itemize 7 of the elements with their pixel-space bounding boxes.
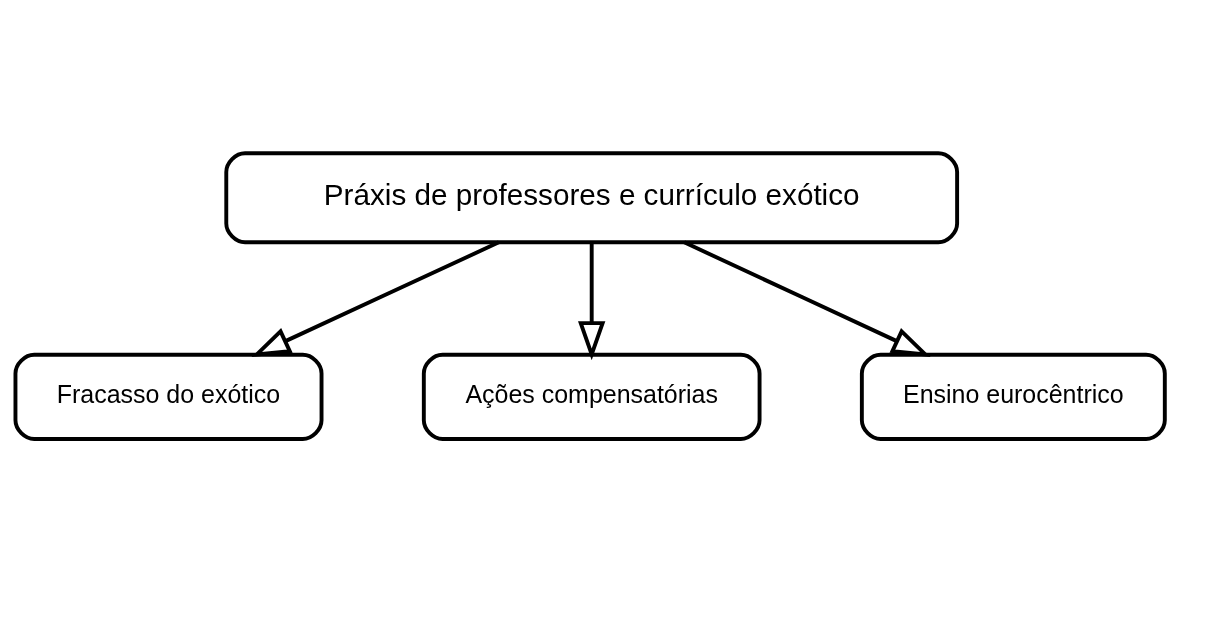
arrow xyxy=(251,240,500,357)
arrow xyxy=(683,240,931,357)
node-box: Ensino eurocêntrico xyxy=(859,352,1167,441)
arrow xyxy=(578,241,606,360)
node-box: Práxis de professores e currículo exótico xyxy=(224,150,960,244)
node-box: Fracasso do exótico xyxy=(13,352,324,441)
node-box: Ações compensatórias xyxy=(421,352,762,441)
